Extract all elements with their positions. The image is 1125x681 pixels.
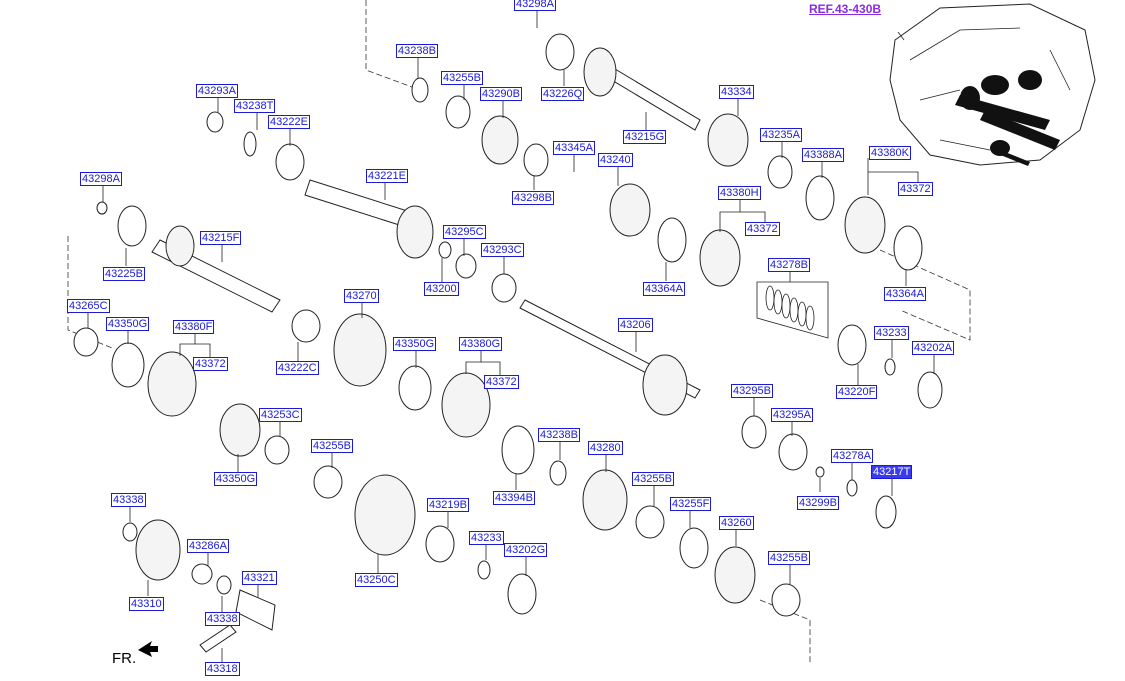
part-label-43321[interactable]: 43321 (242, 571, 277, 585)
part-label-43238b-top[interactable]: 43238B (396, 44, 438, 58)
part-label-43255b-low[interactable]: 43255B (632, 472, 674, 486)
part-label-43222c[interactable]: 43222C (276, 361, 319, 375)
part-label-43345a[interactable]: 43345A (553, 141, 595, 155)
part-label-43372-f[interactable]: 43372 (193, 357, 228, 371)
part-label-43298b[interactable]: 43298B (512, 191, 554, 205)
part-label-43280[interactable]: 43280 (588, 441, 623, 455)
part-label-43372-h[interactable]: 43372 (745, 222, 780, 236)
part-label-43350g-mid[interactable]: 43350G (393, 337, 437, 351)
part-label-43219b[interactable]: 43219B (427, 498, 469, 512)
part-label-43235a[interactable]: 43235A (760, 128, 802, 142)
part-label-43253c[interactable]: 43253C (259, 408, 302, 422)
part-label-43270[interactable]: 43270 (344, 289, 379, 303)
part-label-43388a[interactable]: 43388A (802, 148, 844, 162)
part-label-43299b[interactable]: 43299B (797, 496, 839, 510)
front-direction-label: FR. (112, 650, 137, 667)
part-label-43293a[interactable]: 43293A (196, 84, 238, 98)
part-label-43215g[interactable]: 43215G (623, 130, 667, 144)
part-label-43293c[interactable]: 43293C (481, 243, 524, 257)
part-label-43350g-low[interactable]: 43350G (214, 472, 258, 486)
part-label-43233-low[interactable]: 43233 (469, 531, 504, 545)
part-label-43380h[interactable]: 43380H (718, 186, 761, 200)
part-label-43318[interactable]: 43318 (205, 662, 240, 676)
part-label-43290b[interactable]: 43290B (480, 87, 522, 101)
part-label-43225b[interactable]: 43225B (103, 267, 145, 281)
part-label-43240[interactable]: 43240 (598, 153, 633, 167)
part-label-43338-low[interactable]: 43338 (205, 612, 240, 626)
part-label-43338-top[interactable]: 43338 (111, 493, 146, 507)
part-label-43206[interactable]: 43206 (618, 318, 653, 332)
part-label-43310[interactable]: 43310 (129, 597, 164, 611)
part-label-43295c[interactable]: 43295C (443, 225, 486, 239)
part-label-43380g[interactable]: 43380G (459, 337, 503, 351)
part-label-43334[interactable]: 43334 (719, 85, 754, 99)
part-label-43350g-left[interactable]: 43350G (106, 317, 150, 331)
part-label-43255b-top[interactable]: 43255B (441, 71, 483, 85)
part-label-43202a[interactable]: 43202A (912, 341, 954, 355)
part-label-43295a[interactable]: 43295A (771, 408, 813, 422)
part-label-43255b-bottom[interactable]: 43255B (768, 551, 810, 565)
part-label-43295b[interactable]: 43295B (731, 384, 773, 398)
transmission-case-drawing (889, 3, 1096, 166)
part-label-43394b[interactable]: 43394B (493, 491, 535, 505)
part-label-43278b[interactable]: 43278B (768, 258, 810, 272)
part-label-43238b-mid[interactable]: 43238B (538, 428, 580, 442)
part-label-43265c[interactable]: 43265C (67, 299, 110, 313)
reference-link-43-430b[interactable]: REF.43-430B (809, 2, 882, 16)
part-label-43202g[interactable]: 43202G (504, 543, 548, 557)
part-label-43250c[interactable]: 43250C (355, 573, 398, 587)
part-label-43215f[interactable]: 43215F (200, 231, 242, 245)
part-label-43380f[interactable]: 43380F (173, 320, 215, 334)
part-label-43233-right[interactable]: 43233 (874, 326, 909, 340)
part-label-43298a-left[interactable]: 43298A (80, 172, 122, 186)
part-label-43217t[interactable]: 43217T (871, 465, 913, 479)
part-label-43380k[interactable]: 43380K (869, 146, 911, 160)
part-label-43372-g[interactable]: 43372 (484, 375, 519, 389)
front-direction-arrow (138, 641, 158, 657)
part-label-43260[interactable]: 43260 (719, 516, 754, 530)
part-label-43255f[interactable]: 43255F (670, 497, 712, 511)
part-label-43238t[interactable]: 43238T (234, 99, 276, 113)
part-label-43364a-right[interactable]: 43364A (884, 287, 926, 301)
part-label-43255b-mid[interactable]: 43255B (311, 439, 353, 453)
part-label-43226q[interactable]: 43226Q (541, 87, 585, 101)
part-label-43278a[interactable]: 43278A (831, 449, 873, 463)
part-label-43286a[interactable]: 43286A (187, 539, 229, 553)
part-label-43220f[interactable]: 43220F (836, 385, 878, 399)
part-label-43364a-mid[interactable]: 43364A (643, 282, 685, 296)
part-label-43221e[interactable]: 43221E (366, 169, 408, 183)
part-label-43222e[interactable]: 43222E (268, 115, 310, 129)
part-label-43298a-top[interactable]: 43298A (514, 0, 556, 11)
part-label-43200[interactable]: 43200 (424, 282, 459, 296)
part-label-43372-k[interactable]: 43372 (898, 182, 933, 196)
